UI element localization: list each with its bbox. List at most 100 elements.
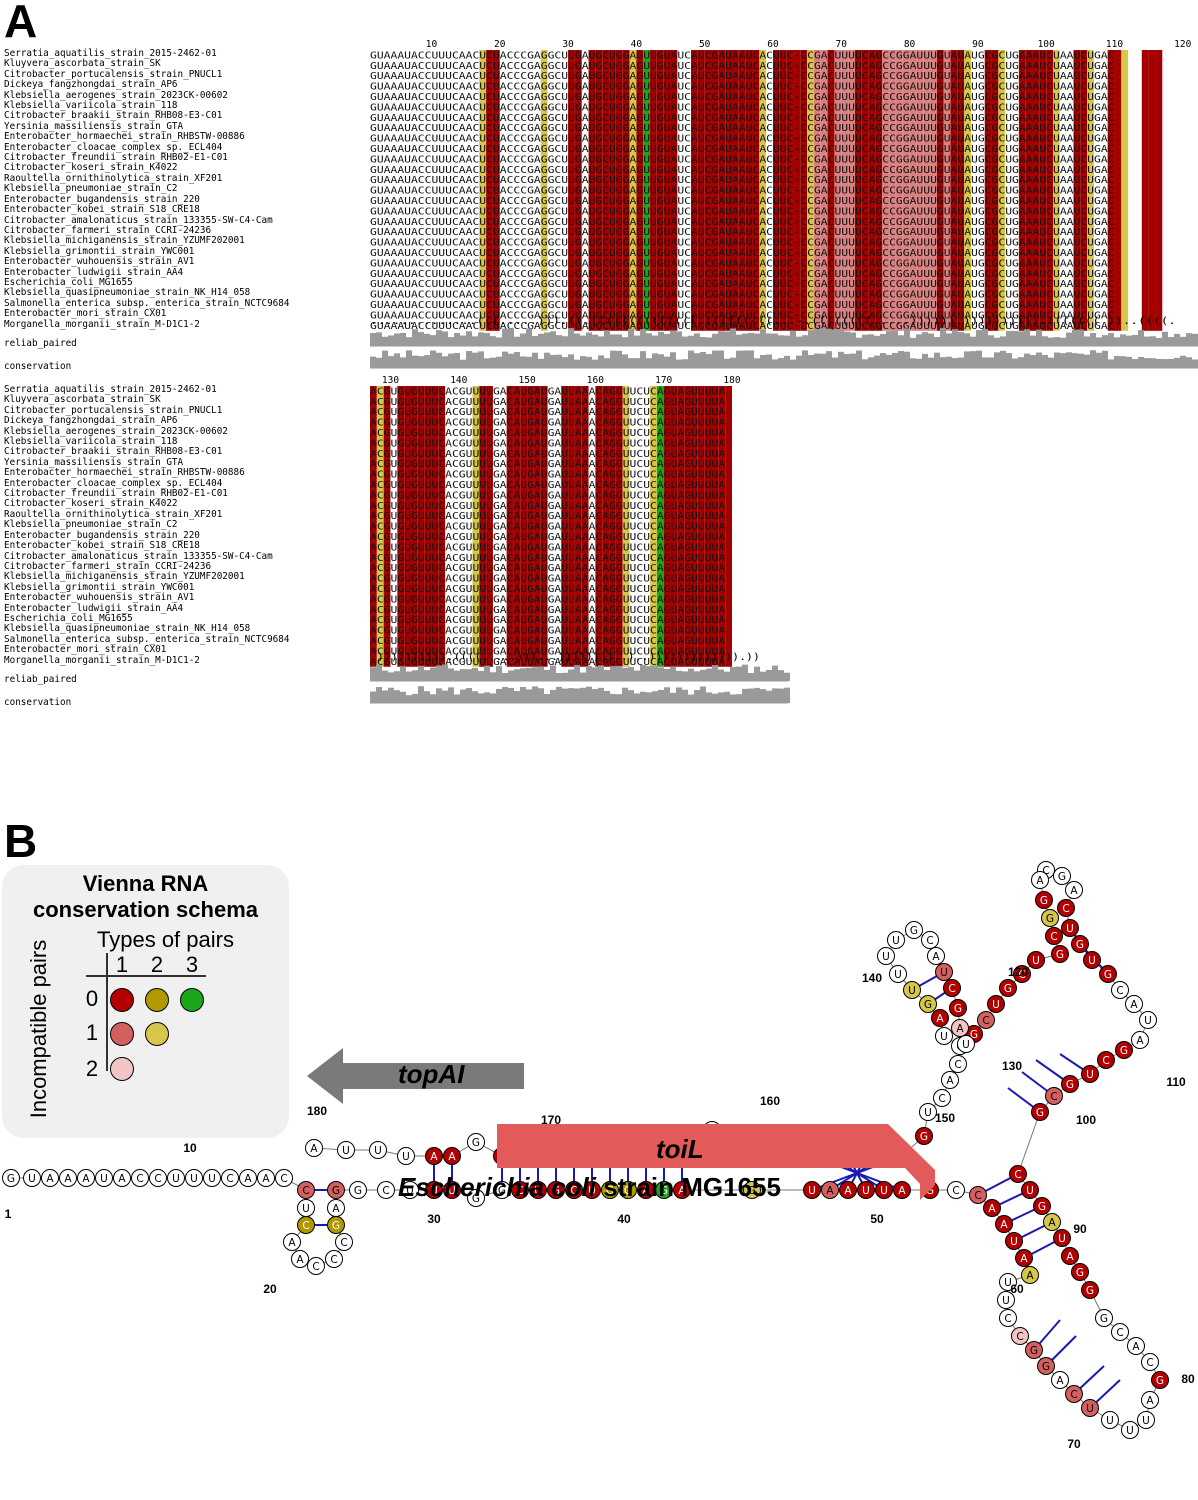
nucleotide-letter: U [940,1031,948,1043]
track-bar [988,357,994,368]
species-name: Enterobacter_cloacae_complex_sp._ECL404 [4,477,223,489]
nucleotide: A [1051,1371,1069,1389]
nucleotide-circle [999,1273,1017,1291]
track-bar [1168,337,1174,346]
track-bar [1138,356,1144,368]
track-bar [370,356,376,368]
track-bar [778,670,784,681]
alignment-row: ACGUGUGUUUCACGUUUUGACAUGAUGAUUAAACAGGUUC… [370,490,726,501]
nucleotide-letter: G [660,1185,668,1197]
nucleotide: C [1065,1385,1083,1403]
track-bar [1102,335,1108,346]
nucleotide-circle [673,1181,691,1199]
nucleotide-circle [655,1181,673,1199]
structure-line-1: ..............(((.....))).((.(((((((((((… [370,316,1176,327]
alignment-column [1025,50,1033,331]
alignment-column [957,50,965,331]
nucleotide: U [583,1181,601,1199]
species-name: Klebsiella_pneumoniae_strain_C2 [4,519,178,531]
track-bar [478,351,484,368]
nucleotide-letter: U [172,1173,180,1185]
alignment-row: GUAAAUACCUUUCAACUCUACCCGAGGCUUGAUGCUGGAG… [370,186,1115,197]
nucleotide-circle [1009,1165,1027,1183]
track-bar [394,353,400,368]
alignment-row: ACGUGUGUUUCACGUUUUGACAUGAUGAUUAAACAGGUUC… [370,532,726,543]
nucleotide: G [1033,1197,1051,1215]
nucleotide-circle [1111,1323,1129,1341]
nucleotide: G [467,1133,485,1151]
track-bar [508,328,514,346]
nucleotide: U [903,981,921,999]
nucleotide-letter: U [940,967,948,979]
alignment-column [677,386,685,667]
track-bar [910,337,916,346]
alignment-row: GUAAAUACCUUUCAACUCUACCCGAGGCUUGAUGCUGGAG… [370,206,1115,217]
nucleotide: G [1037,1357,1055,1375]
nucleotide-letter: A [1026,1270,1034,1282]
track-bar [880,334,886,346]
nucleotide-letter: U [894,969,902,981]
track-bar [940,357,946,368]
track-bar [388,356,394,368]
nucleotide: A [951,1019,969,1037]
track-bar [610,350,616,368]
nucleotide-letter: C [982,1015,989,1027]
track-bar [454,332,460,346]
track-bar [658,689,664,703]
nucleotide-letter: C [1050,1091,1057,1103]
alignment-column [609,386,616,667]
track-bar [658,331,664,346]
nucleotide: A [1015,1249,1033,1267]
track-bar [826,351,832,368]
nucleotide: U [1101,1411,1119,1429]
track-bar [1180,336,1186,346]
nucleotide-letter: C [340,1237,347,1249]
track-bar [730,694,736,703]
alignment-row: GUAAAUACCUUUCAACUCUACCCGAGGCUUGAUGCUGGAG… [370,82,1115,93]
nucleotide: C [969,1186,987,1204]
track-bar [874,355,880,368]
species-name: Klebsiella_grimontii_strain_YWC001 [4,581,195,593]
track-bar [526,328,532,346]
track-bar [406,337,412,346]
track-bar [598,355,604,368]
nucleotide-circle [1045,927,1063,945]
nucleotide-letter: A [46,1173,54,1185]
nucleotide-circle [221,1169,239,1187]
track-bar [790,359,796,368]
nucleotide-letter: G [472,1137,480,1149]
track-bar [706,692,712,703]
alignment-column [807,50,814,331]
nucleotide: G [1053,867,1071,885]
track-bar [400,357,406,368]
species-name: Citrobacter_koseri_strain_K4022 [4,162,178,174]
alignment-column [772,50,780,331]
species-name: Raoultella_ornithinolytica_strain_XF201 [4,172,223,184]
nucleotide: G [949,999,967,1017]
track-bar [850,353,856,368]
track-bar [550,665,556,681]
track-bar [454,352,460,368]
track-bar [706,337,712,346]
alignment-column [615,50,623,331]
alignment-column [991,50,999,331]
nucleotide: G [493,1181,511,1199]
nucleotide-circle [1033,1197,1051,1215]
nucleotide: C [977,1011,995,1029]
nucleotide-circle [23,1169,41,1187]
alignment-column [629,50,637,331]
nucleotide-circle [1061,1075,1079,1093]
track-bar [1120,334,1126,346]
nucleotide-letter: A [932,951,940,963]
ruler-tick: 150 [519,375,536,386]
alignment-column [670,50,678,331]
legend-divider-h [86,975,206,977]
track-bar [514,669,520,681]
track-bar [532,667,538,681]
alignment-column [841,50,849,331]
track-bar [730,357,736,368]
track-bar [700,686,706,703]
nucleotide-circle [547,1181,565,1199]
alignment-column [376,386,384,667]
track-bar [826,328,832,346]
